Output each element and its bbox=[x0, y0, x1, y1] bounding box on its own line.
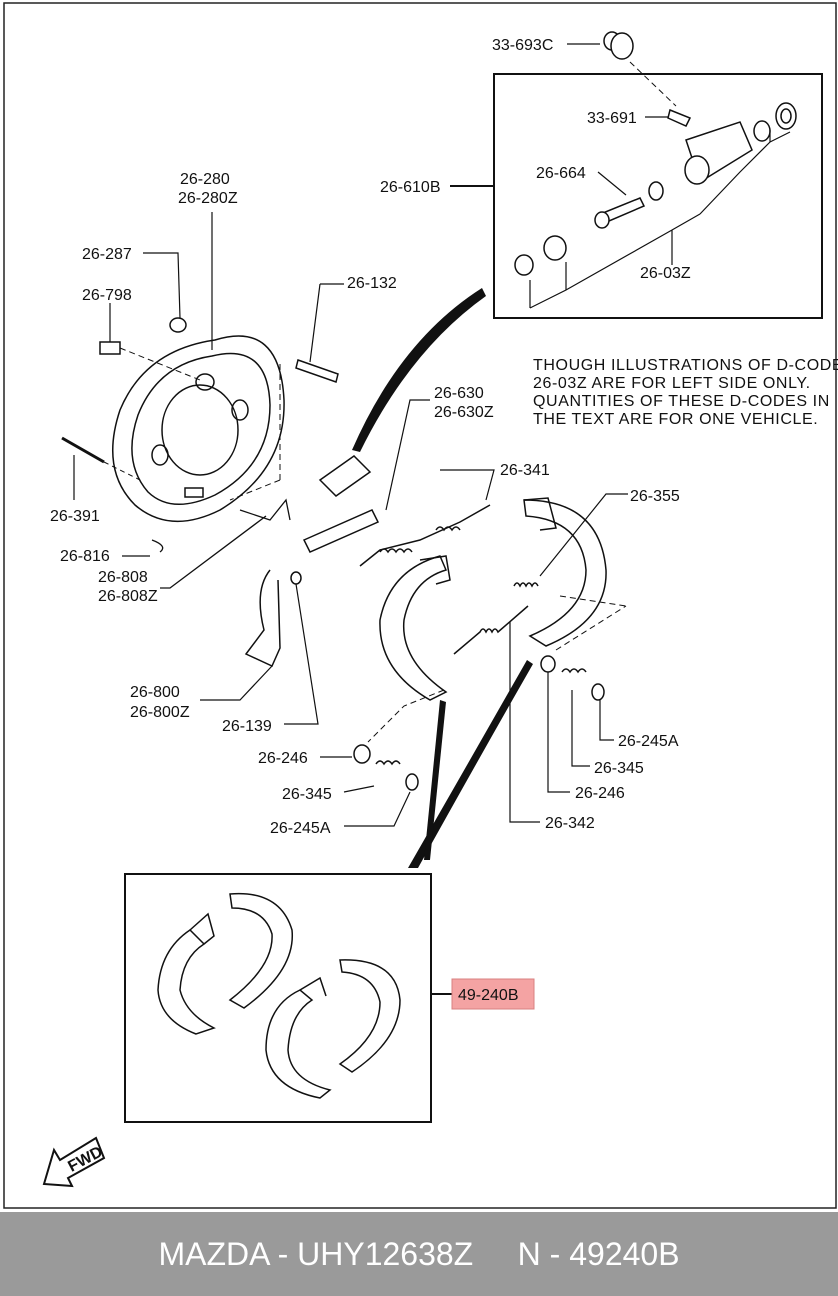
label-26-245a-left: 26-245A bbox=[270, 820, 331, 837]
label-26-355: 26-355 bbox=[630, 488, 680, 505]
label-49-240b: 49-240B bbox=[458, 987, 519, 1004]
adjuster-part bbox=[302, 455, 380, 553]
label-26-342: 26-342 bbox=[545, 815, 595, 832]
label-26-798: 26-798 bbox=[82, 287, 132, 304]
label-26-808z: 26-808Z bbox=[98, 588, 158, 605]
fwd-arrow-icon: FWD bbox=[42, 1136, 106, 1188]
brake-shoe-left bbox=[379, 555, 451, 701]
backing-plate-part bbox=[111, 335, 285, 522]
label-26-610b: 26-610B bbox=[380, 179, 441, 196]
label-26-03z: 26-03Z bbox=[640, 265, 691, 282]
label-26-630: 26-630 bbox=[434, 385, 484, 402]
label-26-341: 26-341 bbox=[500, 462, 550, 479]
label-26-800z: 26-800Z bbox=[130, 704, 190, 721]
label-26-280: 26-280 bbox=[180, 171, 230, 188]
label-26-630z: 26-630Z bbox=[434, 404, 494, 421]
label-26-808: 26-808 bbox=[98, 569, 148, 586]
part-labels: 33-693C 33-691 26-610B 26-664 26-03Z 26-… bbox=[50, 37, 691, 1004]
brake-shoe-kit bbox=[157, 892, 401, 1099]
brake-parts-diagram: FWD 33-693C 33-691 26-610B 26-664 26-03Z… bbox=[3, 2, 838, 1209]
wheel-cylinder-box bbox=[493, 73, 823, 319]
label-26-246-left: 26-246 bbox=[258, 750, 308, 767]
footer-caption: MAZDA - UHY12638Z N - 49240B bbox=[0, 1212, 838, 1296]
label-26-132: 26-132 bbox=[347, 275, 397, 292]
note-line: THOUGH ILLUSTRATIONS OF D-CODE bbox=[533, 357, 838, 374]
note-line: 26-03Z ARE FOR LEFT SIDE ONLY. bbox=[533, 375, 811, 392]
label-26-139: 26-139 bbox=[222, 718, 272, 735]
note-line: THE TEXT ARE FOR ONE VEHICLE. bbox=[533, 411, 818, 428]
wheel-cylinder-part bbox=[514, 102, 797, 276]
hold-down-left bbox=[353, 744, 419, 791]
label-26-391: 26-391 bbox=[50, 508, 100, 525]
note-line: QUANTITIES OF THESE D-CODES IN bbox=[533, 393, 830, 410]
label-26-816: 26-816 bbox=[60, 548, 110, 565]
label-26-345-left: 26-345 bbox=[282, 786, 332, 803]
label-26-280z: 26-280Z bbox=[178, 190, 238, 207]
shoe-kit-box bbox=[124, 873, 432, 1123]
label-33-691: 33-691 bbox=[587, 110, 637, 127]
label-33-693c: 33-693C bbox=[492, 37, 553, 54]
bleeder-cap-part bbox=[603, 31, 634, 60]
hold-down-right bbox=[540, 655, 605, 701]
brake-shoe-right bbox=[523, 497, 607, 647]
label-26-245a-right: 26-245A bbox=[618, 733, 679, 750]
label-26-246-right: 26-246 bbox=[575, 785, 625, 802]
note-text: THOUGH ILLUSTRATIONS OF D-CODE 26-03Z AR… bbox=[533, 357, 838, 428]
label-26-287: 26-287 bbox=[82, 246, 132, 263]
label-26-664: 26-664 bbox=[536, 165, 586, 182]
label-26-800: 26-800 bbox=[130, 684, 180, 701]
label-26-345-right: 26-345 bbox=[594, 760, 644, 777]
part-highlight bbox=[451, 978, 535, 1010]
